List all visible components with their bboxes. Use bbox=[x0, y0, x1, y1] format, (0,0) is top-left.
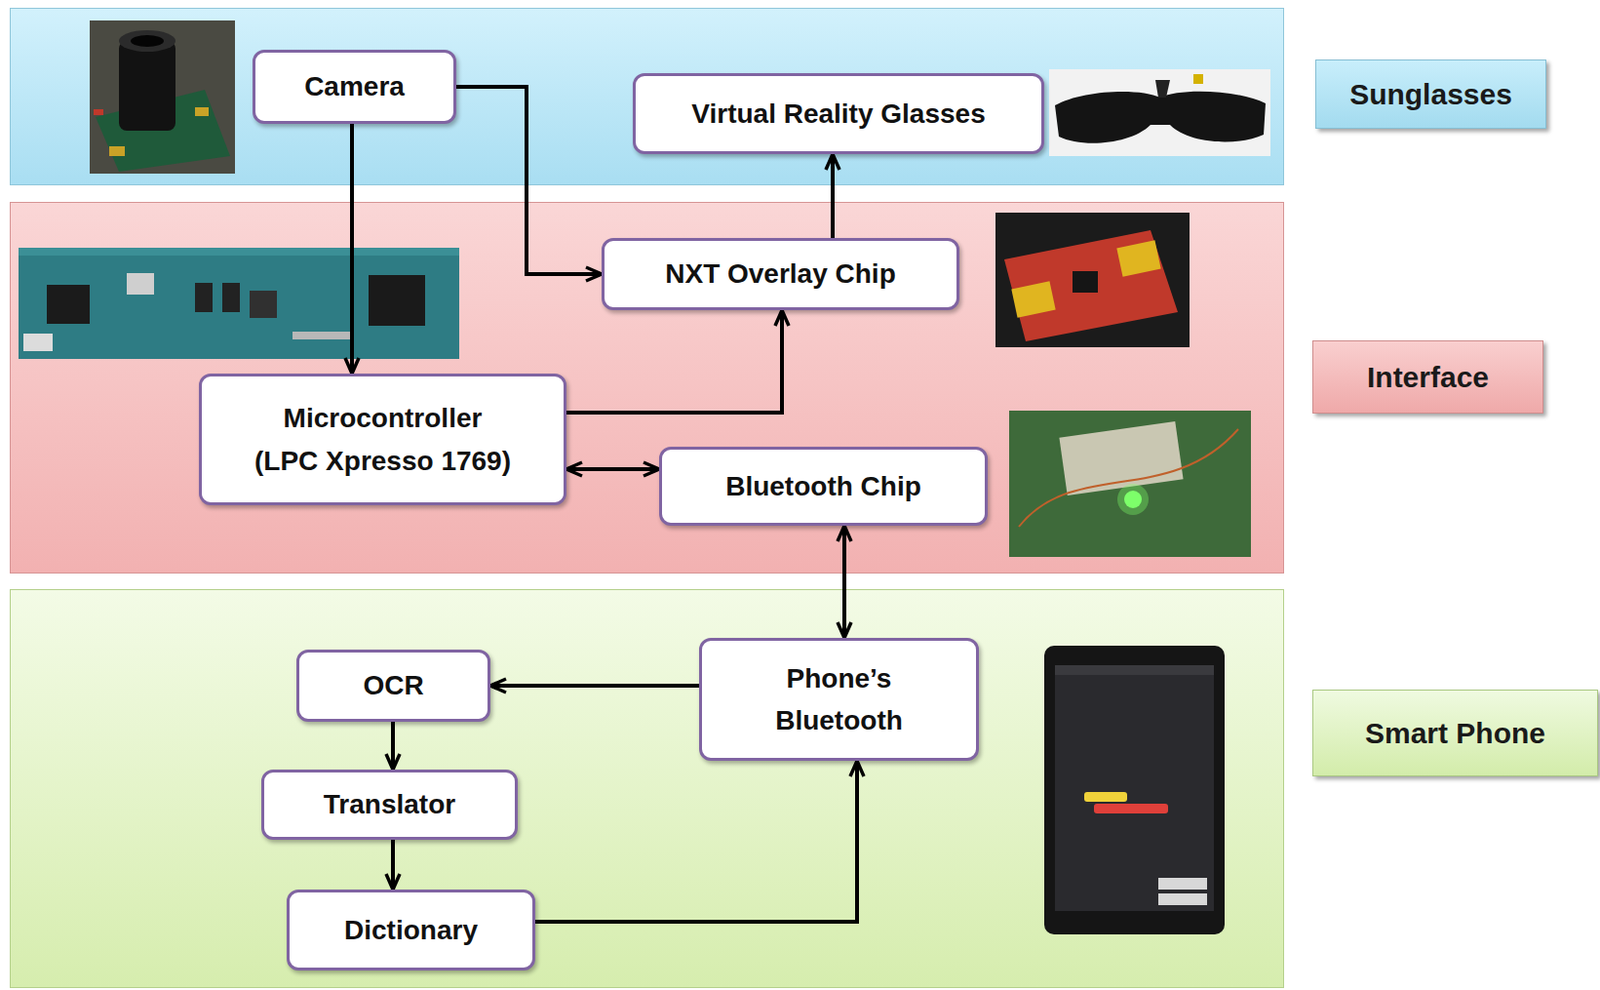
arrow-connector bbox=[390, 839, 395, 890]
process-box: OCR bbox=[296, 649, 491, 722]
lpc-board-photo-part bbox=[126, 273, 155, 295]
process-box: Translator bbox=[261, 769, 518, 840]
arrow-connector bbox=[490, 683, 700, 688]
overlay-chip-photo-part bbox=[995, 212, 1190, 348]
box-label: Camera bbox=[304, 65, 405, 108]
layer-label: Sunglasses bbox=[1349, 78, 1513, 112]
bluetooth-chip-photo-part bbox=[1124, 490, 1142, 508]
layer-label: Smart Phone bbox=[1365, 716, 1546, 750]
arrow-connector bbox=[830, 154, 835, 238]
camera-photo-part bbox=[109, 146, 125, 157]
layer-label-box: Sunglasses bbox=[1315, 59, 1547, 129]
box-label: Translator bbox=[323, 782, 456, 825]
arrow-connector bbox=[566, 310, 782, 413]
box-label: Phone’s Bluetooth bbox=[741, 657, 937, 742]
phone-photo-part bbox=[1158, 877, 1208, 890]
overlay-chip-photo-part bbox=[1072, 271, 1098, 293]
bluetooth-chip-photo-part bbox=[1009, 410, 1251, 557]
lpc-board-photo-part bbox=[195, 282, 213, 313]
bluetooth-chip-photo bbox=[1009, 410, 1251, 557]
camera-photo-part bbox=[89, 20, 235, 174]
arrow-connector bbox=[842, 525, 847, 638]
camera-photo-part bbox=[118, 40, 176, 131]
process-box: Bluetooth Chip bbox=[659, 446, 988, 526]
box-label: NXT Overlay Chip bbox=[664, 252, 897, 295]
camera-photo-part bbox=[95, 89, 231, 172]
layer-band: SunglassesCameraVirtual Reality Glasses bbox=[9, 7, 1285, 186]
lpc-board-photo-part bbox=[222, 282, 240, 313]
box-label: Bluetooth Chip bbox=[725, 465, 922, 508]
vr-glasses-photo-part bbox=[1155, 79, 1171, 98]
camera-photo-part bbox=[130, 35, 164, 47]
lpc-board-photo bbox=[18, 247, 460, 359]
lpc-board-photo-part bbox=[292, 331, 352, 340]
lpc-board-photo-part bbox=[46, 284, 90, 324]
process-box: NXT Overlay Chip bbox=[601, 237, 960, 311]
lpc-board-photo-part bbox=[18, 247, 460, 256]
arrow-connector bbox=[535, 760, 858, 922]
process-box: Phone’s Bluetooth bbox=[699, 637, 979, 761]
process-box: Microcontroller (LPC Xpresso 1769) bbox=[198, 373, 567, 506]
lpc-board-photo-part bbox=[368, 274, 426, 326]
lpc-board-photo-part bbox=[23, 333, 53, 352]
box-label: OCR bbox=[362, 663, 424, 706]
phone-photo-part bbox=[1093, 803, 1169, 814]
process-box: Camera bbox=[252, 49, 457, 124]
process-box: Dictionary bbox=[286, 889, 536, 971]
arrow-connector bbox=[456, 86, 602, 274]
overlay-chip-photo-part bbox=[1011, 280, 1055, 318]
process-box: Virtual Reality Glasses bbox=[632, 73, 1045, 155]
arrow-connector bbox=[566, 467, 660, 471]
layer-band: Smart PhonePhone’s BluetoothOCRTranslato… bbox=[9, 588, 1285, 988]
arrow-connector bbox=[350, 123, 354, 374]
lpc-board-photo-part bbox=[18, 247, 460, 359]
bluetooth-chip-photo-part bbox=[1117, 483, 1149, 515]
vr-glasses-photo-part bbox=[1054, 91, 1266, 144]
overlay-chip-photo-part bbox=[1116, 239, 1161, 277]
phone-photo-part bbox=[1158, 893, 1208, 905]
box-label: Virtual Reality Glasses bbox=[691, 92, 985, 135]
phone-photo-part bbox=[1054, 664, 1214, 911]
camera-photo bbox=[89, 20, 235, 174]
arrow-connector bbox=[390, 721, 395, 770]
layer-label: Interface bbox=[1366, 360, 1489, 394]
phone-photo-part bbox=[1044, 645, 1225, 935]
vr-glasses-photo-part bbox=[1193, 74, 1204, 84]
vr-glasses-photo bbox=[1049, 69, 1271, 157]
overlay-chip-photo bbox=[995, 212, 1190, 348]
phone-photo bbox=[1044, 645, 1225, 935]
phone-photo-part bbox=[1084, 791, 1128, 802]
box-label: Dictionary bbox=[344, 908, 478, 951]
lpc-board-photo-part bbox=[249, 290, 277, 318]
layer-label-box: Interface bbox=[1312, 340, 1544, 414]
vr-glasses-photo-part bbox=[1049, 69, 1271, 157]
camera-photo-part bbox=[118, 30, 176, 52]
bluetooth-chip-photo-part bbox=[1058, 421, 1183, 496]
camera-photo-part bbox=[93, 109, 104, 116]
layer-band: InterfaceNXT Overlay ChipMicrocontroller… bbox=[9, 201, 1285, 574]
camera-photo-part bbox=[195, 107, 209, 117]
overlay-chip-photo-part bbox=[1004, 230, 1178, 342]
layer-label-box: Smart Phone bbox=[1312, 689, 1599, 777]
phone-photo-part bbox=[1054, 664, 1214, 675]
bluetooth-chip-photo-part bbox=[1018, 429, 1239, 527]
box-label: Microcontroller (LPC Xpresso 1769) bbox=[251, 396, 515, 482]
